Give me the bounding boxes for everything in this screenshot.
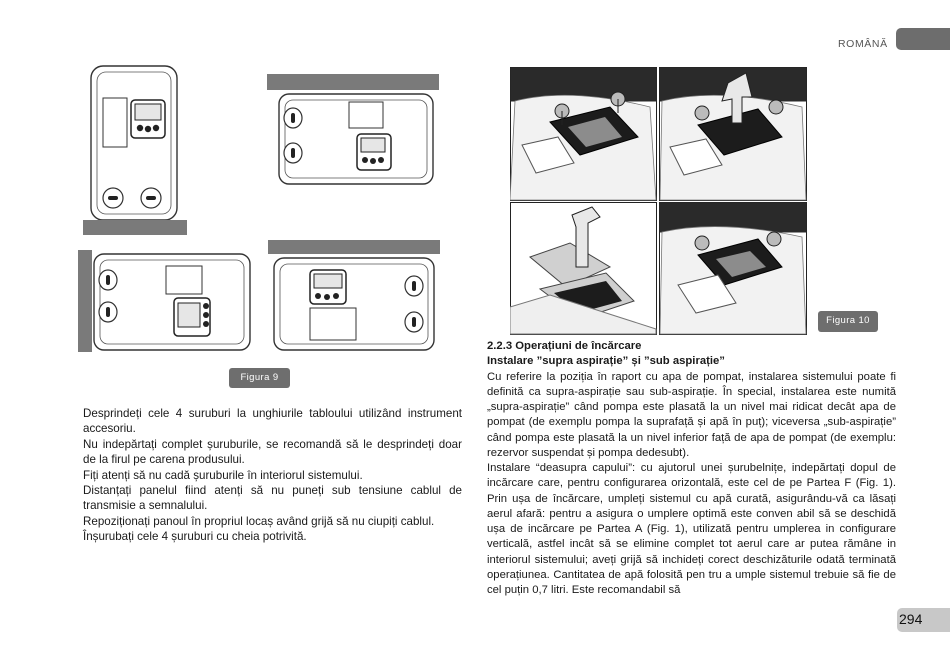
- paragraph: Desprindeți cele 4 suruburi la unghiuril…: [83, 407, 462, 436]
- figure-9-horizontal-unit-bottom-right: [266, 240, 440, 352]
- figure-9-horizontal-unit-top-right: [267, 74, 439, 186]
- figure-10-panel-bottom-left: [510, 202, 657, 335]
- paragraph: Instalare “deasupra capului”: cu ajutoru…: [487, 462, 896, 596]
- paragraph: Cu referire la poziția în raport cu apa …: [487, 370, 896, 459]
- paragraph: Înșurubați cele 4 șuruburi cu cheia potr…: [83, 530, 307, 544]
- figure-10-panel-grid: [510, 67, 808, 335]
- left-text-column: Desprindeți cele 4 suruburi la unghiuril…: [83, 406, 462, 545]
- figure-10-panel-top-right: [659, 67, 807, 201]
- language-tab: [896, 28, 950, 50]
- language-label: ROMÂNĂ: [838, 38, 888, 50]
- figure-9-vertical-unit: [83, 62, 187, 235]
- figure-10-caption: Figura 10: [818, 311, 878, 332]
- page-number-tab: [897, 608, 950, 632]
- paragraph: Distanțați panelul fiind atenți să nu pu…: [83, 484, 462, 513]
- subheading: Instalare ”supra aspirație” și ”sub aspi…: [487, 355, 725, 368]
- paragraph: Repoziționați panoul în propriul locaș a…: [83, 514, 435, 528]
- figure-10-panel-top-left: [510, 67, 657, 201]
- page-number: 294: [899, 611, 923, 627]
- paragraph: Fiți atenți să nu cadă șuruburile în int…: [83, 468, 363, 482]
- figure-9-horizontal-unit-bottom-left: [78, 246, 254, 354]
- paragraph: Nu indepărtați complet șuruburile, se re…: [83, 437, 462, 467]
- right-text-column: 2.2.3 Operațiuni de încărcare Instalare …: [487, 339, 896, 598]
- figure-9-caption: Figura 9: [229, 368, 290, 388]
- figure-10-panel-bottom-right: [659, 202, 807, 335]
- section-heading: 2.2.3 Operațiuni de încărcare: [487, 340, 642, 352]
